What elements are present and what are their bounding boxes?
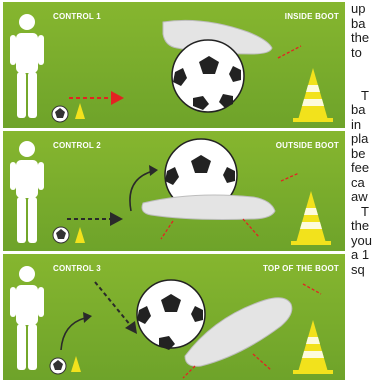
curved-arrow-icon: [149, 165, 158, 176]
control-3-label: CONTROL 3: [53, 264, 101, 273]
curved-arrow-icon: [83, 312, 92, 323]
big-ball-icon: [164, 138, 238, 212]
big-ball-icon: [136, 279, 206, 350]
control-2-panel: CONTROL 2 OUTSIDE BOOT: [3, 131, 345, 251]
text-line: ba: [351, 15, 366, 31]
player-figure-icon: [10, 14, 44, 118]
cone-icon: [293, 320, 333, 374]
control-1-illustration: [10, 14, 333, 123]
text-line: [351, 60, 377, 75]
player-figure-icon: [10, 266, 44, 370]
text-line: you: [351, 232, 372, 248]
text-line: T: [361, 87, 369, 103]
boot-icon: [141, 194, 276, 220]
text-line: a 1: [351, 247, 370, 262]
arrow-right-icon: [111, 91, 124, 105]
cone-icon: [291, 191, 331, 245]
small-cone-icon: [75, 103, 85, 119]
top-of-the-boot-label: TOP OF THE BOOT: [262, 264, 339, 273]
cone-icon: [293, 68, 333, 122]
arrow-right-icon: [110, 212, 123, 226]
small-cone-icon: [75, 227, 85, 243]
text-line: ba: [351, 102, 366, 117]
text-line: to: [351, 44, 362, 60]
text-line: in: [351, 116, 362, 132]
boot-icon: [184, 297, 293, 367]
text-line: the: [351, 218, 370, 233]
text-line: be: [351, 145, 366, 161]
text-line: fee: [351, 160, 370, 175]
text-line: sq: [351, 261, 365, 277]
control-3-illustration: [10, 266, 333, 379]
control-2-illustration: [10, 138, 331, 245]
control-3-panel: CONTROL 3 TOP OF THE BOOT: [3, 254, 345, 380]
text-line: T: [361, 203, 369, 219]
player-figure-icon: [10, 141, 44, 243]
soccer-control-infographic: CONTROL 1 INSIDE BOOT: [3, 2, 345, 380]
control-1-label: CONTROL 1: [53, 12, 101, 21]
small-cone-icon: [71, 356, 81, 372]
big-ball-icon: [171, 39, 245, 113]
arrow-diagonal-icon: [125, 321, 137, 334]
inside-boot-label: INSIDE BOOT: [284, 12, 339, 21]
text-line: ca: [351, 174, 365, 190]
article-text-fragment: up ba the to T ba in pla be fee ca aw T …: [351, 2, 377, 277]
control-2-label: CONTROL 2: [53, 141, 101, 150]
text-line: up: [351, 2, 366, 16]
text-line: the: [351, 30, 370, 45]
text-line: aw: [351, 189, 368, 204]
outside-boot-label: OUTSIDE BOOT: [275, 141, 339, 150]
control-1-panel: CONTROL 1 INSIDE BOOT: [3, 2, 345, 128]
text-line: pla: [351, 131, 369, 146]
